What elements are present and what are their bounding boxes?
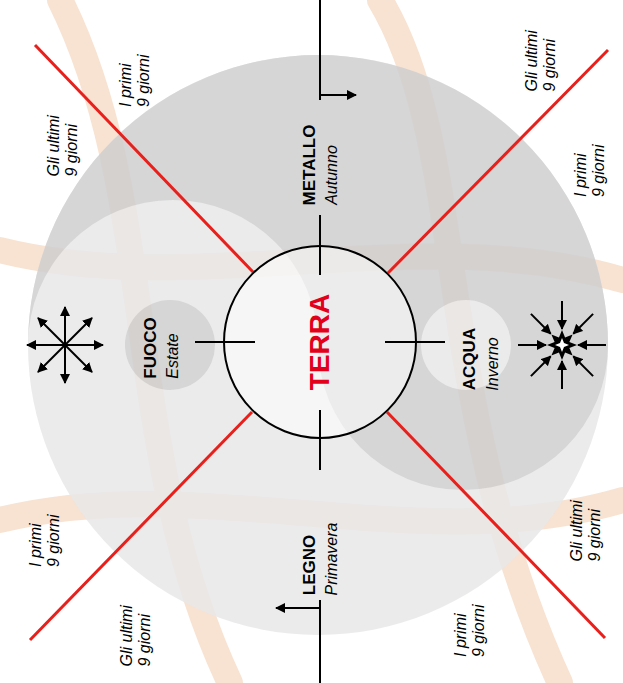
yin-yang-dot (421, 300, 511, 390)
contracting-star (518, 301, 606, 389)
element-name: FUOCO (141, 317, 159, 378)
star-arrow (64, 345, 66, 383)
star-arrow (27, 344, 65, 346)
divider-line (30, 412, 252, 640)
star-arrow (65, 318, 92, 345)
season-boundary-note: Gli ultimi 9 giorni (567, 499, 603, 562)
star-arrow (65, 344, 103, 346)
season-boundary-note: I primi 9 giorni (117, 53, 153, 107)
star-arrow (573, 314, 593, 334)
season-boundary-note: Gli ultimi 9 giorni (117, 604, 153, 667)
star-arrow (38, 345, 65, 372)
star-arrow (64, 307, 66, 345)
star-arrow (531, 314, 551, 334)
node-title: TERRA (304, 294, 336, 390)
divider-line (388, 50, 608, 273)
star-arrow (38, 318, 65, 345)
tick-line (195, 341, 255, 343)
season-boundary-note: Gli ultimi 9 giorni (522, 29, 558, 92)
star-arrow (561, 361, 563, 389)
season-boundary-note: I primi 9 giorni (27, 513, 63, 567)
star-core (547, 330, 577, 360)
tick-line (385, 341, 445, 343)
season-divider-lines (30, 45, 608, 640)
tick-line (319, 410, 321, 470)
star-arrow (65, 345, 92, 372)
element-name: LEGNO (301, 535, 319, 595)
season-boundary-note: Gli ultimi 9 giorni (44, 114, 80, 177)
tick-lines (195, 0, 445, 683)
star-core-highlight (555, 338, 569, 352)
star-arrow (531, 356, 551, 376)
metal-bar (319, 0, 321, 100)
yin-yang-dark-half (28, 55, 608, 490)
wood-arrow (276, 607, 320, 609)
season-name: Primavera (323, 522, 341, 595)
season-boundary-note: I primi 9 giorni (572, 143, 608, 197)
season-name: Autunno (323, 145, 341, 205)
yin-yang (28, 55, 608, 635)
season-name: Estate (163, 333, 181, 378)
season-name: Inverno (483, 337, 501, 390)
wood-bar (319, 600, 321, 683)
element-name: ACQUA (461, 328, 479, 390)
expanding-star (27, 307, 103, 383)
star-arrow (573, 356, 593, 376)
metal-arrow (320, 94, 356, 96)
star-arrow (578, 344, 606, 346)
divider-line (35, 45, 253, 272)
element-name: METALLO (301, 124, 319, 205)
season-boundary-note: I primi 9 giorni (452, 603, 488, 657)
star-arrow (561, 301, 563, 329)
yin-yang-dot (125, 300, 215, 390)
yin-yang-disc (28, 55, 608, 635)
star-arrow (518, 344, 546, 346)
center-circle: TERRA (223, 245, 417, 439)
divider-line (387, 412, 605, 638)
